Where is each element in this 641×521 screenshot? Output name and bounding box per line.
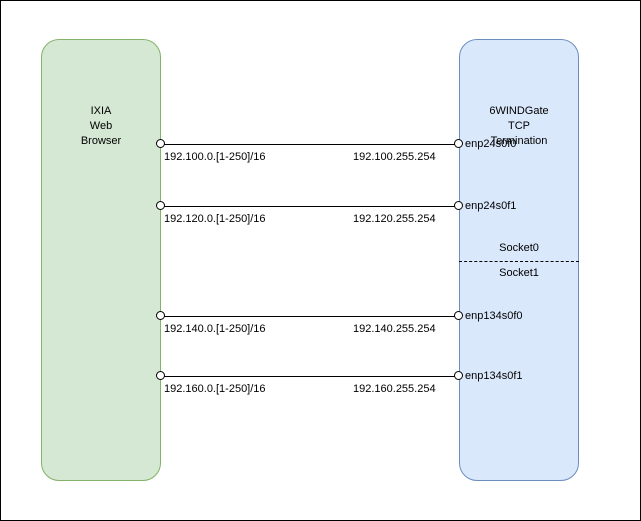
- link-line-3[interactable]: [161, 316, 459, 317]
- node-6windgate-tcp-termination-title: 6WINDGate TCP Termination: [489, 105, 549, 147]
- link-1-right-address: 192.100.255.254: [353, 151, 436, 163]
- link-2-right-address: 192.120.255.254: [353, 213, 436, 225]
- link-line-2[interactable]: [161, 206, 459, 207]
- node-6windgate-tcp-termination[interactable]: 6WINDGate TCP Termination: [459, 39, 579, 481]
- link-3-right-address: 192.140.255.254: [353, 323, 436, 335]
- link-3-left-address: 192.140.0.[1-250]/16: [164, 323, 266, 335]
- interface-label-enp134s0f1: enp134s0f1: [465, 370, 523, 382]
- link-4-left-endpoint[interactable]: [156, 371, 165, 380]
- link-line-4[interactable]: [161, 376, 459, 377]
- link-2-left-address: 192.120.0.[1-250]/16: [164, 213, 266, 225]
- interface-label-enp134s0f0: enp134s0f0: [465, 310, 523, 322]
- link-2-right-endpoint[interactable]: [454, 201, 463, 210]
- socket-divider: [459, 261, 579, 262]
- link-4-right-address: 192.160.255.254: [353, 383, 436, 395]
- node-ixia-web-browser[interactable]: IXIA Web Browser: [41, 39, 161, 481]
- link-4-left-address: 192.160.0.[1-250]/16: [164, 383, 266, 395]
- node-ixia-web-browser-title: IXIA Web Browser: [80, 105, 122, 147]
- socket0-label: Socket0: [499, 242, 539, 254]
- link-2-left-endpoint[interactable]: [156, 201, 165, 210]
- socket1-label: Socket1: [499, 267, 539, 279]
- link-1-right-endpoint[interactable]: [454, 139, 463, 148]
- link-1-left-address: 192.100.0.[1-250]/16: [164, 151, 266, 163]
- link-4-right-endpoint[interactable]: [454, 371, 463, 380]
- interface-label-enp24s0f0: enp24s0f0: [465, 138, 517, 150]
- link-3-right-endpoint[interactable]: [454, 311, 463, 320]
- link-1-left-endpoint[interactable]: [156, 139, 165, 148]
- link-3-left-endpoint[interactable]: [156, 311, 165, 320]
- interface-label-enp24s0f1: enp24s0f1: [465, 200, 517, 212]
- link-line-1[interactable]: [161, 144, 459, 145]
